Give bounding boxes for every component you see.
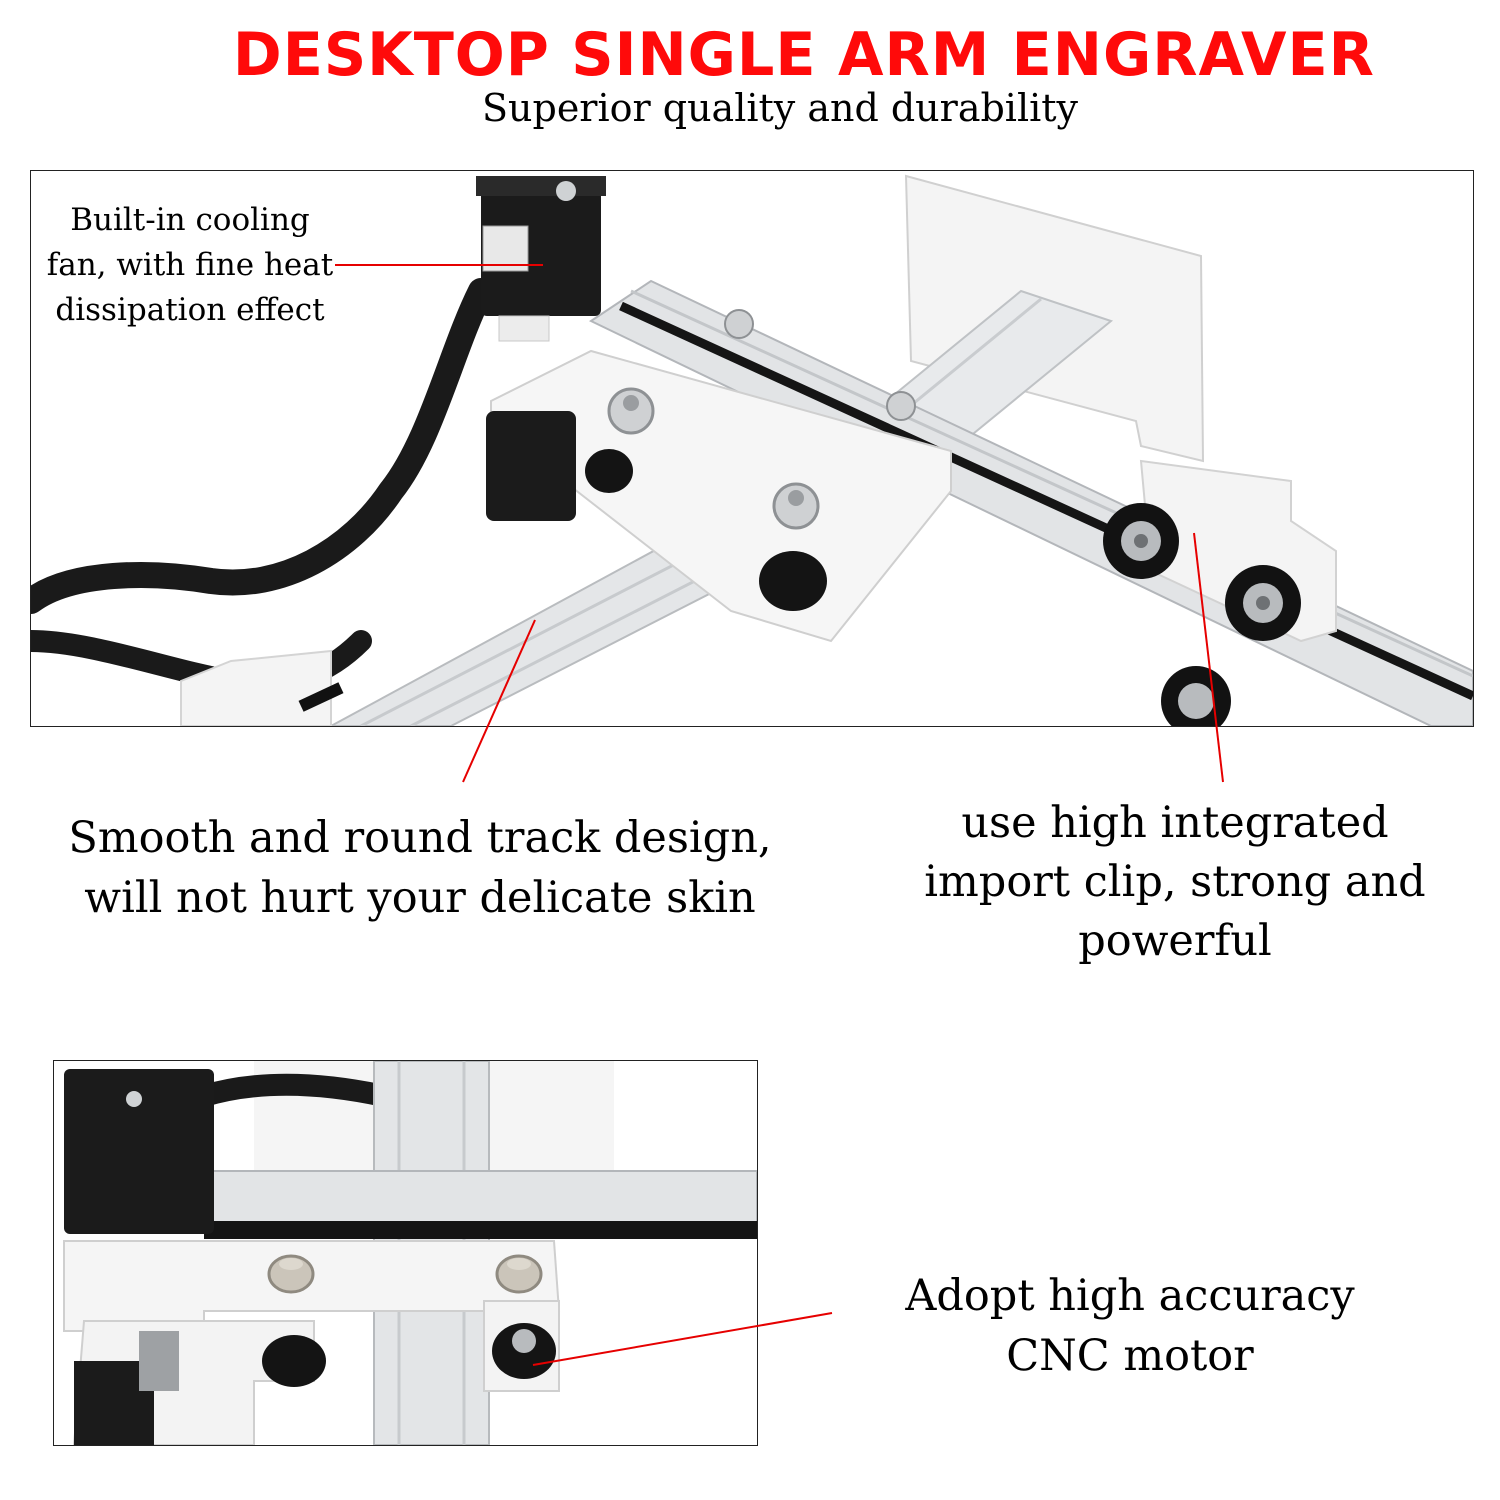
engraver-top-photo [30, 170, 1474, 727]
engraver-top-illustration [31, 174, 1473, 726]
stepper-motor [481, 176, 601, 316]
callout-track-design: Smooth and round track design, will not … [68, 813, 772, 923]
thumb-screw-knob [267, 1254, 315, 1294]
stepper-motor [64, 1069, 214, 1234]
clip-wheel [1161, 666, 1231, 726]
cable [31, 278, 494, 614]
thumb-screw-knob [607, 387, 655, 435]
engraver-motor-photo [53, 1060, 758, 1446]
clip-wheel [1103, 503, 1179, 579]
clip-wheel [1225, 565, 1301, 641]
carriage-plate [63, 1240, 561, 1332]
engraver-motor-illustration [63, 1061, 757, 1445]
callout-import-clip: use high integrated import clip, strong … [924, 798, 1426, 966]
leader-line-motor [532, 1312, 833, 1366]
cable [200, 1073, 387, 1107]
thumb-screw-knob [495, 1254, 543, 1294]
aluminium-rail-horizontal [203, 1170, 757, 1227]
callout-cnc-motor: Adopt high accuracy CNC motor [905, 1271, 1355, 1381]
leader-line-clip [1193, 532, 1224, 783]
thumb-screw-knob [772, 482, 820, 530]
page-subtitle: Superior quality and durability [481, 86, 1078, 130]
leader-line-track [462, 619, 536, 783]
callout-cooling-fan: Built-in cooling fan, with fine heat dis… [46, 202, 334, 328]
page-title: DESKTOP SINGLE ARM ENGRAVER [232, 20, 1375, 90]
